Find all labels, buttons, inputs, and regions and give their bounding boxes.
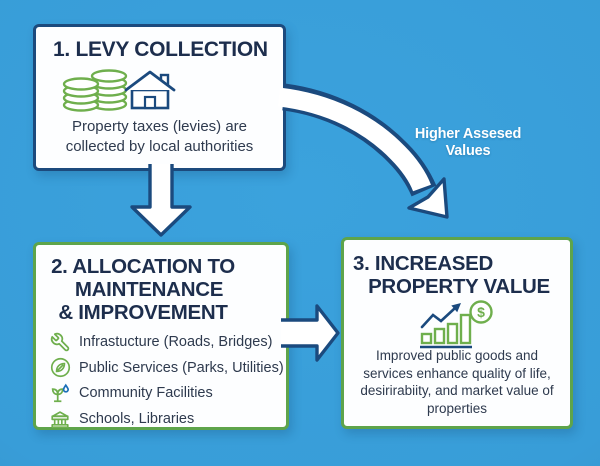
- coins-icon: [62, 69, 128, 112]
- list-item-label: Public Services (Parks, Utilities): [79, 359, 284, 376]
- curved-arrow-label: Higher Assesed Values: [402, 126, 534, 160]
- step1-card-levy-collection: 1. LEVY COLLECTION Property taxes (levie…: [33, 24, 286, 171]
- step3-description: Improved public goods and services enhan…: [360, 348, 554, 416]
- step2-title: 2. ALLOCATION TO MAINTENANCE & IMPROVEME…: [18, 255, 268, 324]
- house-icon: [124, 70, 176, 110]
- step2-card-allocation: 2. ALLOCATION TO MAINTENANCE & IMPROVEME…: [33, 242, 289, 430]
- bank-icon: [49, 408, 71, 430]
- svg-text:$: $: [477, 304, 485, 320]
- step3-title: 3. INCREASED PROPERTY VALUE: [344, 252, 570, 298]
- list-item-community-facilities: Community Facilities: [49, 382, 282, 404]
- wrench-icon: [49, 331, 71, 353]
- growth-chart-icon: $: [420, 300, 493, 349]
- arrow-right-icon: [281, 304, 340, 362]
- step3-title-line1: 3. INCREASED: [353, 252, 493, 275]
- step3-title-line2: PROPERTY VALUE: [368, 275, 550, 299]
- list-item-public-services: Public Services (Parks, Utilities): [49, 357, 284, 379]
- step1-description: Property taxes (levies) are collected by…: [65, 117, 254, 155]
- step1-icons: [60, 65, 283, 113]
- list-item-infrastructure: Infrastucture (Roads, Bridges): [49, 331, 282, 353]
- allocation-list: Infrastucture (Roads, Bridges) Public Se…: [36, 331, 286, 430]
- sprout-icon: [49, 382, 71, 404]
- step2-title-line2: MAINTENANCE: [74, 278, 224, 302]
- leaf-icon: [49, 357, 71, 379]
- step1-title: 1. LEVY COLLECTION: [53, 38, 268, 61]
- step3-card-increased-value: 3. INCREASED PROPERTY VALUE $ Improved p…: [341, 237, 573, 429]
- curved-arrow-label-line2: Values: [445, 143, 491, 160]
- list-item-label: Schools, Libraries: [79, 410, 195, 427]
- curved-arrow-label-line1: Higher Assesed: [414, 126, 522, 142]
- arrow-down-icon: [130, 164, 192, 237]
- step3-icon-wrap: $: [344, 300, 570, 349]
- list-item-label: Infrastucture (Roads, Bridges): [79, 334, 273, 351]
- step2-title-line3: & IMPROVEMENT: [58, 301, 228, 325]
- list-item-label: Community Facilities: [79, 385, 213, 402]
- list-item-schools-libraries: Schools, Libraries: [49, 408, 282, 430]
- step2-title-line1: 2. ALLOCATION TO: [51, 255, 235, 278]
